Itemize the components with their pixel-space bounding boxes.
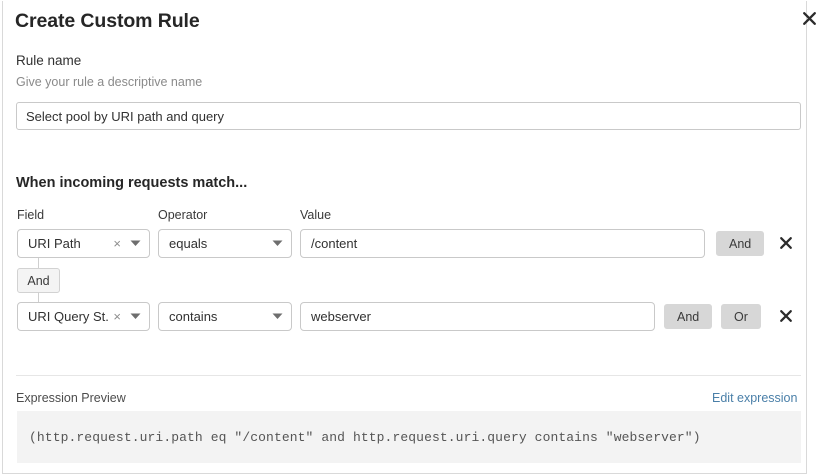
condition-row: URI Query St... × contains And Or [3, 302, 808, 332]
section-divider [16, 375, 801, 376]
chevron-down-icon[interactable] [267, 240, 291, 247]
operator-select-1[interactable]: equals [158, 229, 292, 258]
chevron-down-icon[interactable] [125, 313, 149, 320]
close-icon[interactable] [798, 7, 820, 29]
column-header-operator: Operator [158, 208, 208, 222]
connector-line-bottom [38, 292, 39, 303]
field-select-1-value: URI Path [28, 236, 81, 251]
condition-row: URI Path × equals And [3, 229, 808, 259]
expression-preview-box: (http.request.uri.path eq "/content" and… [17, 411, 801, 463]
delete-row-1-icon[interactable] [775, 232, 797, 254]
edit-expression-link[interactable]: Edit expression [712, 391, 798, 405]
connector-line-top [38, 258, 39, 269]
column-header-value: Value [300, 208, 332, 222]
logic-connector-and[interactable]: And [17, 268, 60, 293]
or-button-2[interactable]: Or [721, 304, 761, 329]
match-section-heading: When incoming requests match... [16, 175, 248, 191]
field-select-2[interactable]: URI Query St... × [17, 302, 150, 331]
value-input-2[interactable] [300, 302, 655, 331]
rule-name-label: Rule name [16, 53, 82, 68]
expression-preview-text: (http.request.uri.path eq "/content" and… [29, 429, 701, 445]
operator-select-2-value: contains [169, 309, 218, 324]
and-button-1[interactable]: And [716, 231, 765, 256]
field-select-1[interactable]: URI Path × [17, 229, 150, 258]
chevron-down-icon[interactable] [125, 240, 149, 247]
chevron-down-icon[interactable] [267, 313, 291, 320]
clear-icon[interactable]: × [113, 309, 121, 324]
rule-name-hint: Give your rule a descriptive name [16, 75, 203, 89]
rule-name-input[interactable] [16, 102, 801, 130]
dialog-title: Create Custom Rule [15, 10, 200, 32]
column-header-field: Field [17, 208, 45, 222]
delete-row-2-icon[interactable] [775, 305, 797, 327]
expression-preview-label: Expression Preview [16, 391, 126, 405]
value-input-1[interactable] [300, 229, 705, 258]
operator-select-2[interactable]: contains [158, 302, 292, 331]
clear-icon[interactable]: × [113, 236, 121, 251]
and-button-2[interactable]: And [664, 304, 713, 329]
field-select-2-value: URI Query St... [28, 309, 110, 324]
operator-select-1-value: equals [169, 236, 208, 251]
